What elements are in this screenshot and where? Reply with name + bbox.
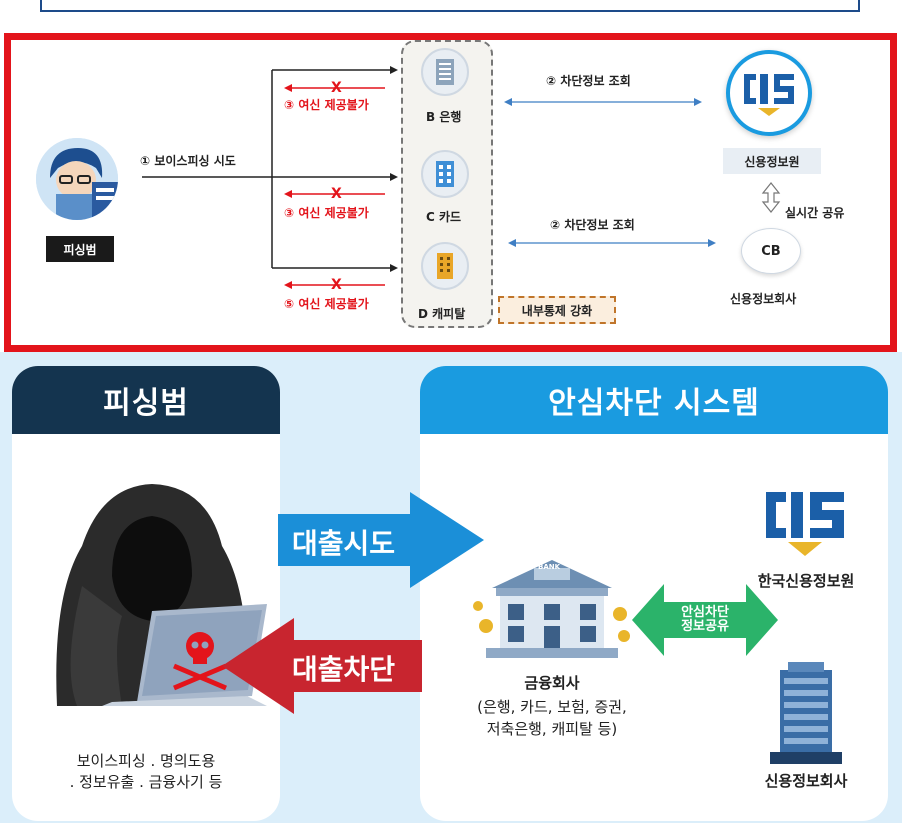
internal-control-label: 내부통제 강화 [521,303,593,318]
loan-block-label: 대출차단 [292,653,396,686]
financial-company-label: 금융회사 [524,674,580,692]
cb-logo: CB [741,228,801,274]
blocked-x-mark: X [331,277,342,293]
credit-info-company-label: 신용정보회사 [730,292,797,306]
hooded-hacker-icon [56,484,267,706]
realtime-share-label: 실시간 공유 [785,206,845,220]
blocked-x-mark: X [331,186,342,202]
blocked-label: ③ 여신 제공불가 [284,206,369,220]
blocked-label: ⑤ 여신 제공불가 [284,297,369,311]
cis-logo-icon [744,74,794,116]
financial-company-detail-line2: 저축은행, 캐피탈 등) [486,720,618,738]
block-info-query-label: ② 차단정보 조회 [546,74,631,88]
card-company-building-icon [421,150,469,198]
phisher-avatar-icon [36,138,118,220]
loan-attempt-label: 대출시도 [292,527,396,560]
voice-phishing-attempt-label: ① 보이스피싱 시도 [140,154,236,168]
phisher-panel-title: 피싱범 [12,366,280,434]
bank-building-large-icon [473,560,630,658]
blocked-label: ③ 여신 제공불가 [284,98,369,112]
cis-logo-large-icon [766,492,844,556]
phisher-label: 피싱범 [46,236,114,262]
phisher-panel: 피싱범 보이스피싱 . 명의도용 . 정보유출 . 금융사기 등 [12,366,280,821]
phisher-avatar [36,138,118,220]
institution-bank-label: B 은행 [426,110,462,124]
cis-name-label: 신용정보원 [744,154,800,169]
cis-name-box: 신용정보원 [723,148,821,174]
korea-credit-info-label: 한국신용정보원 [757,572,855,590]
capital-building-icon [421,242,469,290]
flow-lines [142,66,781,289]
phisher-caption-line1: 보이스피싱 . 명의도용 [76,752,216,770]
info-share-double-arrow [632,584,778,656]
info-share-label: 안심차단 정보공유 [664,606,746,634]
bank-building-icon [421,48,469,96]
institution-card-label: C 카드 [426,210,462,224]
internal-control-box: 내부통제 강화 [498,296,616,324]
safe-block-system-panel: 안심차단 시스템 한국신용정보원 BANK 금융회사 (은행, 카드, 보험, … [420,366,888,821]
block-info-query-label: ② 차단정보 조회 [550,218,635,232]
phisher-caption-line2: . 정보유출 . 금융사기 등 [69,773,223,791]
loan-attempt-arrow [278,492,484,588]
loan-block-arrow [222,618,422,714]
blocked-x-mark: X [331,80,342,96]
bank-sign-label: BANK [538,563,561,571]
financial-company-detail-line1: (은행, 카드, 보험, 증권, [477,698,627,716]
institution-capital-label: D 캐피탈 [418,307,466,321]
info-share-line2: 정보공유 [681,619,729,634]
cis-logo [726,50,812,136]
top-frame-edge [40,0,860,12]
office-tower-icon [770,662,842,764]
info-share-line1: 안심차단 [681,605,729,620]
safe-block-system-title: 안심차단 시스템 [420,366,888,434]
credit-info-company-label-large: 신용정보회사 [764,772,848,790]
